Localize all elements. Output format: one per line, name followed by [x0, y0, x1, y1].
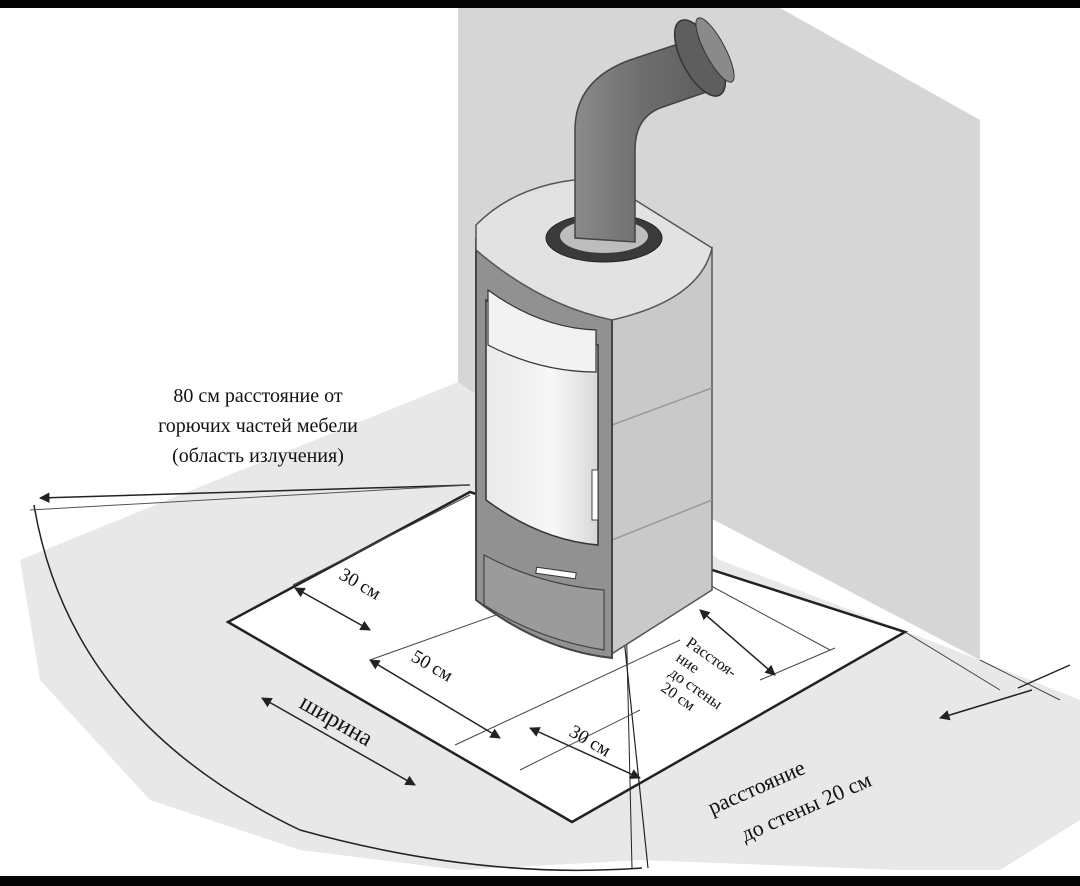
dim-left-30-arrow [294, 587, 371, 631]
flue-pipe [574, 39, 714, 243]
dim-side-wall-arrow [699, 609, 776, 676]
wall-rosette [695, 17, 735, 83]
radiation-arc [33, 504, 643, 872]
radiation-radius-line [38, 484, 471, 503]
top-frame-bar [0, 0, 1080, 8]
dim-width-arrow [261, 697, 416, 786]
radiation-note-line-3: (область излучения) [172, 445, 344, 467]
ash-drawer-handle [535, 566, 577, 580]
dim-front-50-arrow [369, 659, 501, 739]
bottom-frame-bar [0, 876, 1080, 886]
dim-right-30-arrow [529, 727, 641, 779]
side-tile-seam-1 [611, 387, 713, 426]
door-handle [591, 469, 599, 521]
ash-drawer [483, 553, 605, 651]
dim-back-wall-tick [1017, 664, 1071, 689]
radiation-note-line-2: горючих частей мебели [158, 415, 358, 437]
firebox-upper-opening [487, 288, 597, 373]
radiation-angle-line [29, 484, 471, 511]
radiation-note-line-1: 80 см расстояние от [173, 385, 342, 407]
dim-back-wall-arrow [938, 689, 1033, 721]
side-tile-seam-2 [611, 499, 713, 541]
